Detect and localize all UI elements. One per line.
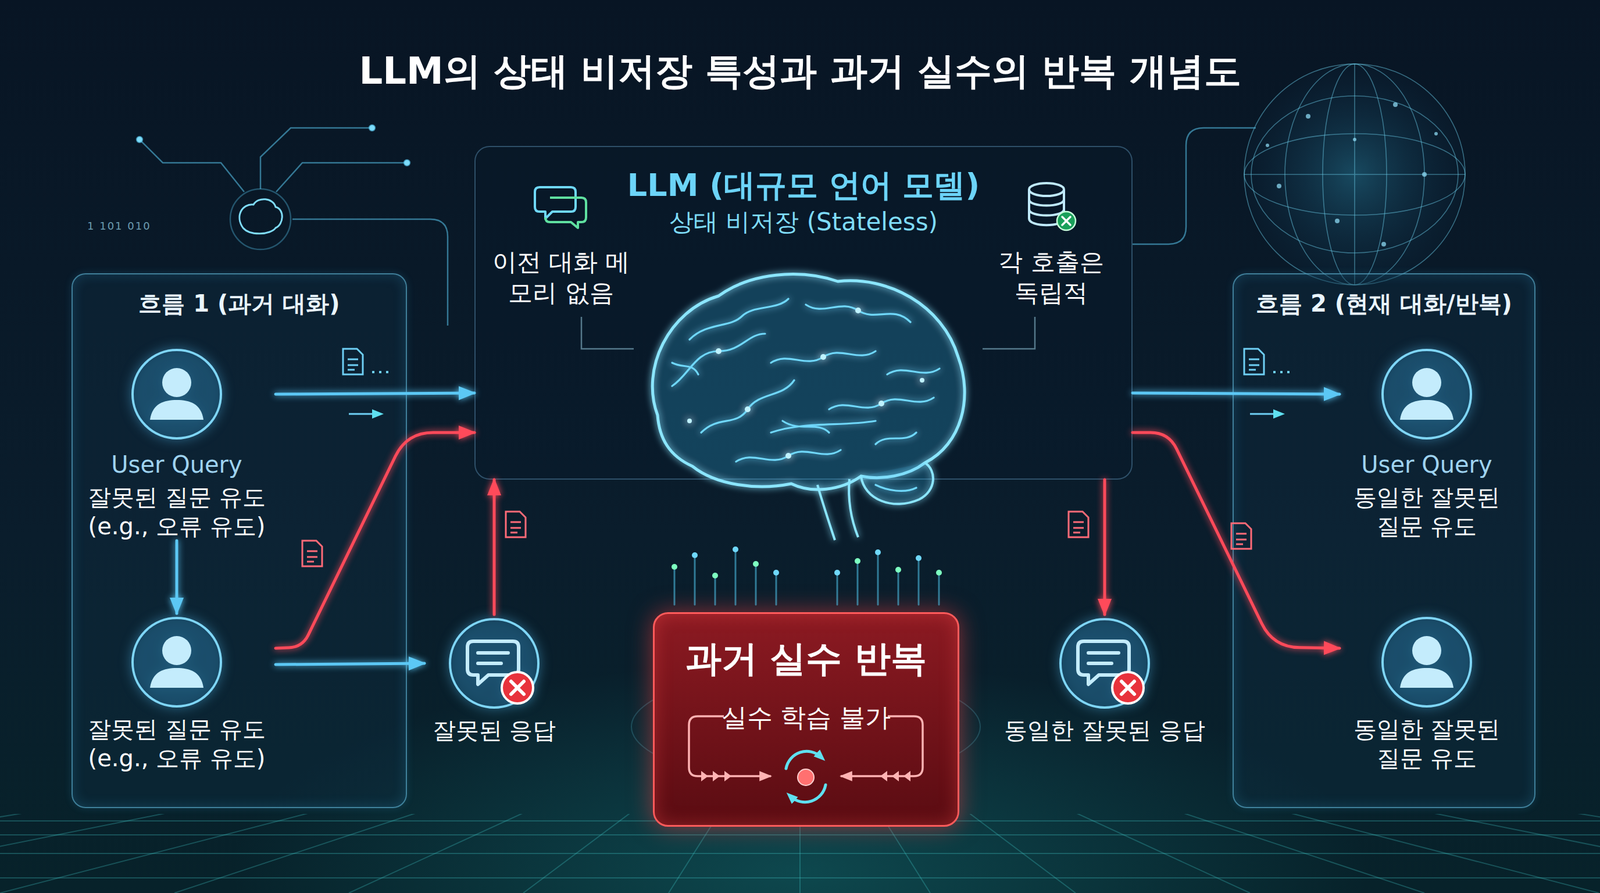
binary-decor: 1 101 010	[87, 219, 216, 232]
flow-arrow	[493, 479, 496, 615]
feature-label: 이전 대화 메모리 없음	[488, 247, 634, 309]
user-icon	[1377, 613, 1476, 712]
memory-icon	[534, 187, 587, 228]
panel-heading: 흐름 1 (과거 대화)	[138, 289, 340, 318]
response-caption: 동일한 잘못된 응답	[1004, 715, 1205, 745]
diagram-title: LLM의 상태 비저장 특성과 과거 실수의 반복 개념도	[0, 48, 1600, 94]
user-query-label: User Query	[1361, 450, 1492, 480]
document-icons	[302, 348, 1290, 567]
flow-arrow	[1132, 393, 1340, 395]
warning-box: 과거 실수 반복실수 학습 불가	[652, 612, 960, 827]
title-block: LLM의 상태 비저장 특성과 과거 실수의 반복 개념도	[0, 48, 1600, 94]
flow-panel: 흐름 1 (과거 대화)User Query잘못된 질문 유도 (e.g., 오…	[71, 273, 407, 809]
leader-lines	[581, 316, 1035, 349]
flow-panel: 흐름 2 (현재 대화/반복)User Query동일한 잘못된 질문 유도동일…	[1232, 273, 1536, 809]
response-node: 잘못된 응답	[424, 614, 564, 745]
user-icon	[1377, 345, 1476, 444]
globe-illustration	[1244, 63, 1466, 285]
flow-arrow	[275, 393, 475, 395]
user-query-label: User Query	[111, 450, 242, 480]
user-node: User Query동일한 잘못된 질문 유도	[1339, 345, 1514, 541]
cycle-icon	[786, 751, 826, 802]
user-icon	[127, 613, 226, 712]
data-streams	[671, 546, 942, 605]
warning-title: 과거 실수 반복	[685, 637, 927, 681]
label-block: 각 호출은 독립적	[984, 247, 1119, 309]
response-icon	[445, 614, 544, 713]
warning-subtitle: 실수 학습 불가	[721, 702, 892, 734]
panel-heading: 흐름 2 (현재 대화/반복)	[1255, 289, 1513, 318]
user-caption: 잘못된 질문 유도 (e.g., 오류 유도)	[80, 714, 274, 773]
user-icon	[127, 345, 226, 444]
label-block: 1 101 010	[87, 219, 216, 232]
user-caption: 잘못된 질문 유도 (e.g., 오류 유도)	[80, 482, 274, 541]
user-caption: 동일한 잘못된 질문 유도	[1341, 482, 1512, 541]
response-caption: 잘못된 응답	[432, 715, 557, 745]
flow-arrow	[1103, 479, 1107, 615]
user-node: User Query잘못된 질문 유도 (e.g., 오류 유도)	[77, 345, 276, 541]
flow-arrow	[1132, 432, 1340, 649]
database-icon	[1029, 183, 1076, 231]
response-node: 동일한 잘못된 응답	[982, 614, 1227, 745]
flow-arrow	[275, 432, 475, 649]
llm-subtitle: 상태 비저장 (Stateless)	[669, 206, 938, 238]
feature-label: 각 호출은 독립적	[984, 247, 1119, 309]
user-node: 잘못된 질문 유도 (e.g., 오류 유도)	[77, 613, 276, 773]
decor-wire	[1132, 127, 1256, 245]
flow-arrow	[175, 540, 179, 614]
response-icon	[1055, 614, 1154, 713]
user-node: 동일한 잘못된 질문 유도	[1339, 613, 1514, 773]
brain-illustration	[652, 274, 965, 541]
label-block: 이전 대화 메모리 없음	[488, 247, 634, 309]
user-caption: 동일한 잘못된 질문 유도	[1341, 714, 1512, 773]
flow-arrow	[275, 663, 425, 665]
llm-title: LLM (대규모 언어 모델)	[627, 166, 980, 205]
